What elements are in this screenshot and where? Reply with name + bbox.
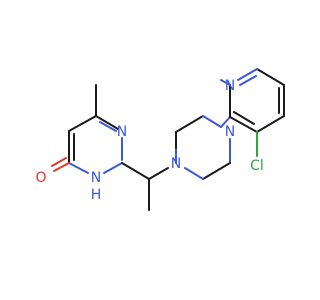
molecule-structure-diagram: O N H N N N N Cl bbox=[35, 68, 285, 211]
bond-c5-c6-py bbox=[256, 68, 285, 86]
bond-c2-ch bbox=[121, 162, 150, 180]
bond-c6-n-py bbox=[237, 68, 258, 81]
bond-c-n-lower bbox=[184, 167, 204, 180]
bond-c6-n-py-inner bbox=[239, 75, 257, 86]
bond-c-n-upper bbox=[202, 115, 222, 128]
bond-c3-c4 bbox=[256, 115, 285, 133]
pyridine-ring bbox=[220, 68, 285, 157]
bond-c4-o-double bbox=[51, 157, 67, 167]
bond-c-b bbox=[175, 115, 204, 133]
bond-c2-n3 bbox=[103, 162, 123, 174]
nh-hydrogen-label: H bbox=[91, 187, 102, 203]
pyrimidine-nitrogen-label: N bbox=[117, 124, 127, 140]
pyridine-nitrogen-label: N bbox=[225, 78, 235, 94]
nh-nitrogen-label: N bbox=[91, 170, 101, 186]
bond-c2-c3 bbox=[229, 116, 258, 133]
bond-c6-n1-inner bbox=[99, 121, 117, 132]
bond-ch-n-piperazine bbox=[148, 167, 169, 180]
piperazine-nitrogen-upper-label: N bbox=[225, 124, 235, 140]
piperazine-nitrogen-lower-label: N bbox=[171, 156, 181, 172]
bond-c2-c3-inner bbox=[233, 111, 255, 125]
bond-c6-n1 bbox=[95, 115, 119, 130]
bond-c4-o bbox=[53, 162, 70, 172]
bond-c2-n-py bbox=[220, 79, 231, 86]
bond-n3-c4 bbox=[68, 162, 89, 174]
ethyl-linker bbox=[121, 162, 169, 211]
pyrimidinone-ring bbox=[51, 84, 123, 174]
bond-c-d bbox=[202, 162, 231, 180]
chlorine-label: Cl bbox=[250, 158, 264, 174]
piperazine-ring bbox=[175, 115, 231, 180]
bond-c5-c6 bbox=[68, 115, 97, 132]
bond-n-pyridine-c2 bbox=[220, 116, 231, 128]
oxygen-label: O bbox=[35, 170, 46, 186]
